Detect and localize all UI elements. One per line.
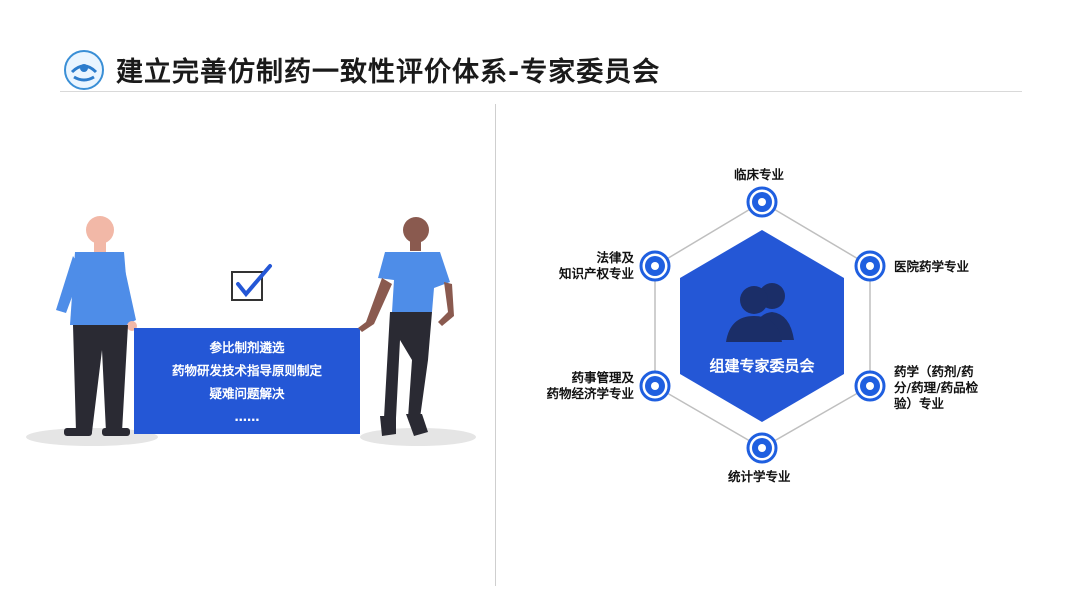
people-icon: [726, 283, 794, 342]
checkbox-icon: [231, 264, 272, 301]
label-bottom-left-line-1: 药事管理及: [571, 370, 634, 385]
board-line-3: 疑难问题解决: [209, 386, 285, 401]
page-title: 建立完善仿制药一致性评价体系-专家委员会: [116, 57, 661, 88]
label-bottom-right: 药学（药剂/药 分/药理/药品检 验）专业: [894, 364, 978, 412]
label-bottom-left: 药事管理及 药物经济学专业: [538, 370, 634, 402]
page-header: 建立完善仿制药一致性评价体系-专家委员会: [60, 48, 1022, 90]
label-top: 临床专业: [734, 167, 785, 182]
label-bottom: 统计学专业: [728, 469, 791, 484]
node-bottom: [746, 432, 778, 464]
label-top-left: 法律及 知识产权专业: [552, 250, 634, 282]
board-line-2: 药物研发技术指导原则制定: [171, 363, 322, 378]
node-top-left: [639, 250, 671, 282]
label-bottom-left-line-2: 药物经济学专业: [546, 386, 634, 401]
vertical-divider: [495, 104, 496, 586]
board-line-4: ……: [234, 409, 260, 424]
node-bottom-right: [854, 370, 886, 402]
label-top-right: 医院药学专业: [894, 259, 970, 274]
board-text: 参比制剂遴选 药物研发技术指导原则制定 疑难问题解决 ……: [134, 328, 360, 434]
board-line-1: 参比制剂遴选: [209, 340, 285, 355]
logo-icon: [64, 50, 104, 90]
people-board-illustration: [26, 216, 476, 446]
label-top-left-line-1: 法律及: [596, 250, 634, 265]
header-divider: [60, 91, 1022, 92]
label-bottom-right-line-2: 分/药理/药品检: [894, 380, 979, 395]
node-bottom-left: [639, 370, 671, 402]
label-top-left-line-2: 知识产权专业: [558, 266, 634, 281]
label-bottom-right-line-3: 验）专业: [894, 396, 945, 411]
committee-hexagon-diagram: [639, 186, 886, 464]
label-bottom-right-line-1: 药学（药剂/药: [894, 364, 974, 379]
center-label: 组建专家委员会: [709, 357, 815, 375]
node-top-right: [854, 250, 886, 282]
node-top: [746, 186, 778, 218]
